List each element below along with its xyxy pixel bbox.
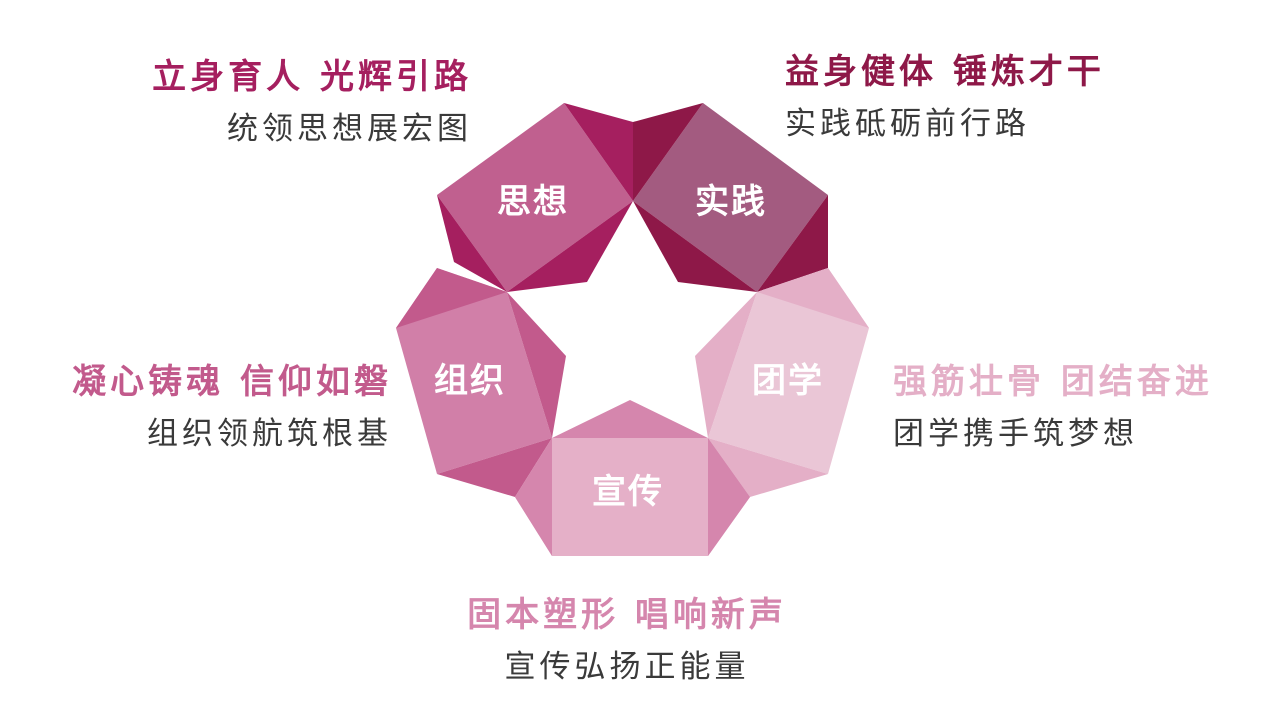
petal-xuanchuan: 宣传 — [515, 400, 750, 556]
petal-label-xuanchuan: 宣传 — [592, 472, 664, 512]
caption-sixiang: 立身育人 光辉引路 统领思想展宏图 — [152, 60, 472, 145]
caption-tuanxue: 强筋壮骨 团结奋进 团学携手筑梦想 — [893, 365, 1213, 450]
petal-sixiang: 思想 — [437, 103, 633, 292]
petal-label-shijian: 实践 — [695, 182, 767, 222]
headline-xuanchuan: 固本塑形 唱响新声 — [467, 595, 787, 635]
headline-shijian: 益身健体 锤炼才干 — [785, 52, 1105, 92]
petal-zuzhi: 组织 — [396, 268, 566, 497]
caption-shijian: 益身健体 锤炼才干 实践砥砺前行路 — [785, 55, 1105, 140]
subline-tuanxue: 团学携手筑梦想 — [893, 416, 1138, 452]
petal-label-tuanxue: 团学 — [752, 361, 824, 401]
petal-shijian: 实践 — [633, 103, 828, 292]
petal-label-sixiang: 思想 — [497, 182, 569, 222]
headline-tuanxue: 强筋壮骨 团结奋进 — [893, 362, 1213, 402]
subline-zuzhi: 组织领航筑根基 — [147, 416, 392, 452]
subline-sixiang: 统领思想展宏图 — [227, 111, 472, 147]
caption-xuanchuan: 固本塑形 唱响新声 宣传弘扬正能量 — [467, 598, 787, 683]
caption-zuzhi: 凝心铸魂 信仰如磐 组织领航筑根基 — [72, 365, 392, 450]
headline-sixiang: 立身育人 光辉引路 — [152, 57, 472, 97]
petal-tuanxue: 团学 — [695, 268, 869, 497]
petal-label-zuzhi: 组织 — [434, 361, 506, 401]
headline-zuzhi: 凝心铸魂 信仰如磐 — [72, 362, 392, 402]
subline-shijian: 实践砥砺前行路 — [785, 106, 1030, 142]
subline-xuanchuan: 宣传弘扬正能量 — [504, 649, 750, 685]
